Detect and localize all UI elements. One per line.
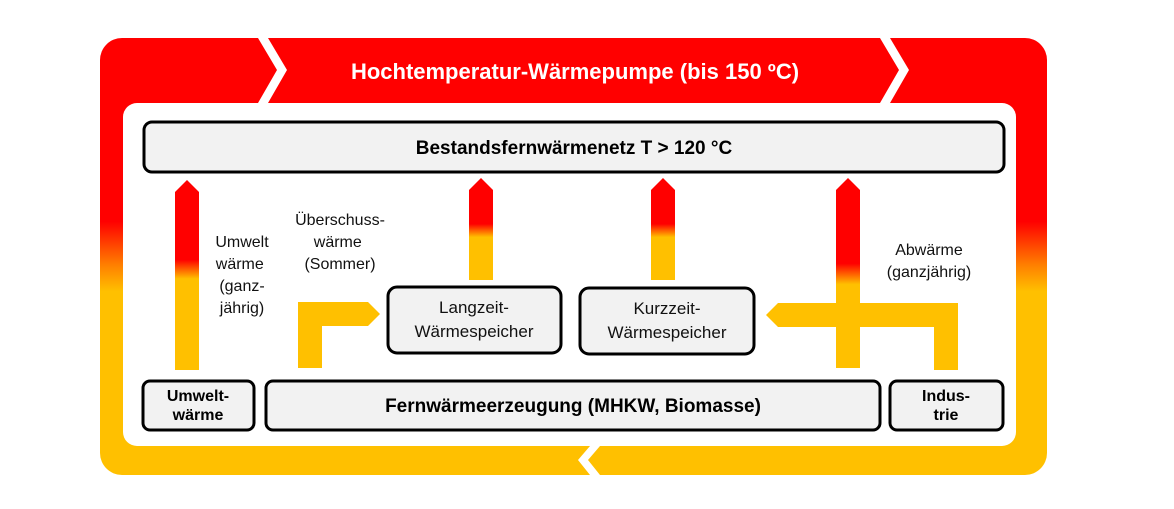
arrow-surplus-to-longterm [298,302,380,368]
longterm-storage-label: Langzeit-Wärmespeicher [414,298,533,341]
waste-heat-label: Abwärme(ganzjährig) [887,242,971,281]
shortterm-storage-label: Kurzzeit-Wärmespeicher [607,299,726,342]
inner-panel [123,103,1016,446]
chevron-right-icon [258,38,287,103]
shortterm-storage-box [578,286,756,356]
industry-box-label: Indus-trie [922,388,970,424]
network-label: Bestandsfernwärmenetz T > 120 °C [416,138,733,159]
arrow-longterm-up [469,178,493,280]
ambient-box-label: Umwelt-wärme [167,388,229,424]
ambient-box [141,379,256,432]
arrow-ambient-up [175,180,199,370]
arrow-industry-to-storage [766,303,958,370]
network-box [142,120,1006,174]
diagram-title: Hochtemperatur-Wärmepumpe (bis 150 ºC) [351,59,799,84]
production-label: Fernwärmeerzeugung (MHKW, Biomasse) [385,396,761,417]
arrow-shortterm-up [651,178,675,280]
chevron-right-icon [880,38,909,103]
surplus-heat-label: Überschuss-wärme (Sommer) [295,211,385,273]
production-box [264,379,882,432]
longterm-storage-box [386,285,563,355]
chevron-left-icon [578,446,600,475]
industry-box [888,379,1005,432]
arrow-waste-up [836,178,860,368]
